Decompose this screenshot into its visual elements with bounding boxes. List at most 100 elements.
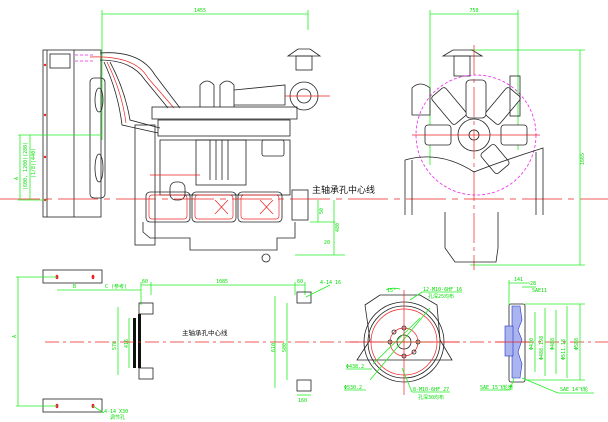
pipe [109,61,161,129]
mount-dim-c: C (参考) [105,283,127,290]
front-view: 750 1665 [404,8,586,270]
foot-top-left [138,302,154,315]
pipe-centerline [89,56,175,109]
bolt-hole [391,329,397,335]
section-dia-4: Φ511.18 [561,339,567,360]
dim-small-2: 480 [335,223,341,232]
mount-pad-bottom-left [42,398,103,413]
pipe [99,59,169,109]
mount-dim-60-left: 60 [142,279,148,285]
pipe-centerline [106,61,127,124]
hole-note-right: 4-14 16 [320,280,341,286]
oil-pan-outline [240,194,280,220]
dia-leader [372,317,421,365]
flywheel-housing-side [291,189,309,221]
housing-note-top-1: 12-M10-6HF 16 [423,287,462,293]
mount-dim-span: 1085 [216,279,228,285]
valve-cover [151,106,298,120]
bolt-marker [43,63,47,67]
pipe [103,61,159,134]
dim-small-1: 50 [319,208,325,214]
dim-height-text: 1665 [580,153,586,165]
mount-dim-b: B [73,284,76,290]
dim-width-text: 750 [469,8,478,14]
bolt-marker [43,113,47,117]
foot-plate [133,318,136,368]
oil-filler [169,181,186,201]
dim-left-text-1: (600, 1200)(280) [23,142,29,190]
housing-dia-outer: Φ530.2 [344,385,362,391]
exhaust-stack [453,55,471,77]
cylinder [431,87,467,125]
bolt-hole [411,349,417,355]
sump [142,222,296,251]
engine-block [159,139,291,196]
mount-right-bottom: 160 [298,398,307,404]
air-duct [219,80,235,107]
centerline-label: 主轴承孔中心线 [312,184,375,196]
bolt-hole [91,274,95,280]
side-pipe [509,75,521,117]
dim-left-text-2: (1/8)(440) [31,148,37,178]
drain-plug [261,253,271,263]
centerline-label-plan: 主轴承孔中心线 [182,328,228,337]
foot-top-right [296,291,312,304]
section-dim-28: 28 [530,281,536,287]
oil-pan-section [191,191,237,223]
fan-blade [94,153,104,183]
leader-line [521,377,559,394]
flywheel-hub-hatch [504,325,514,357]
pipe [99,52,181,109]
mount-dim-60-right: 60 [297,279,303,285]
dim-small-3: 20 [324,240,330,246]
mount-pad-top-left [42,269,103,284]
foot-bottom-right [296,379,312,392]
oil-pan-section [237,191,283,223]
flywheel-section: 141 28 SAE11 Φ430 Φ488.198 Φ488 Φ511.18 … [480,277,594,394]
section-note-right: SAE 14飞轮 [560,386,588,393]
hole-note-left-1: 4-14 X30 [104,409,128,415]
leader-line [92,405,105,414]
housing-note-top-2: 孔深25均布 [428,293,454,300]
radiator [42,49,102,218]
dim-a-label: A [14,177,20,180]
oil-pan-section [145,191,191,223]
section-dia-2: Φ488.198 [539,336,545,360]
alternator [411,83,431,116]
intake-manifold [157,119,291,137]
flywheel-housing: 15° 12-M10-6HF 16 孔深25均布 Φ438.2 Φ530.2 8… [344,287,462,401]
housing-angle: 15° [387,288,396,294]
oil-pan-outline [148,194,188,220]
turbo-pipe [233,84,286,106]
housing-dia-inner: Φ438.2 [346,364,364,370]
cylinder [480,144,510,174]
fan-blade [94,87,104,113]
mount-left-inner: 416 [124,339,130,348]
section-note-left: SAE 15飞轮壳 [480,384,513,391]
dia-leader [369,307,431,381]
timing-cover [134,124,156,246]
mount-right-inner: 500 [282,343,288,352]
leader-line [401,367,413,393]
section-dia-3: Φ488 [550,338,556,350]
filter [261,139,285,157]
section-dia-1: Φ430 [529,338,535,350]
lower-housing [444,212,499,263]
section-note-top: SAE11 [532,288,547,294]
cross-mark [214,199,229,215]
exhaust-stack [295,55,313,71]
housing-outline [356,294,453,361]
angle-arc [385,287,401,291]
fan-belt [89,77,106,199]
fuel-pump [195,139,247,186]
cylinder [465,79,487,119]
side-view: 1455 [0,8,608,263]
mount-right-outer: 610 [271,343,277,352]
housing-note-bottom-1: 8-M10-6HF 27 [413,387,449,393]
oil-pan-outline [194,194,234,220]
base-frame-curve [404,147,544,215]
air-duct [199,80,215,107]
hole-note-left-2: 调节孔 [110,414,125,421]
dim-length-text: 1455 [194,8,206,14]
